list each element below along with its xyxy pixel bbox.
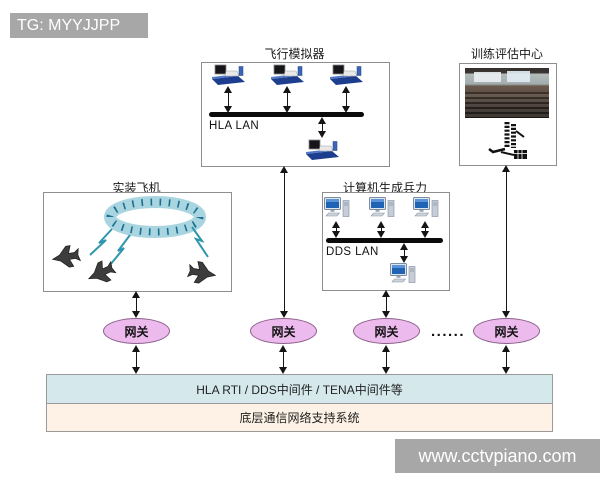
flight-sim-title: 飞行模拟器: [264, 47, 325, 61]
gateway-node: 网关: [250, 318, 317, 344]
dds-lan-bus: [326, 238, 443, 243]
hla-lan-label: HLA LAN: [209, 120, 260, 132]
watermark: www.cctvpiano.com: [395, 439, 600, 473]
network-layer-label: 底层通信网络支持系统: [239, 411, 360, 425]
double-arrow: [224, 86, 233, 113]
projection-screen: [507, 71, 530, 82]
lightning-link-icon: [89, 228, 113, 256]
desktop-pc-icon: [369, 197, 395, 221]
projection-screen: [474, 72, 501, 82]
tag-banner-text: TG: MYYJJPP: [17, 16, 121, 34]
gateway-node: 网关: [353, 318, 420, 344]
lightning-link-icon: [109, 234, 131, 266]
fighter-jet-icon: [87, 260, 117, 283]
sim-station-icon: [328, 64, 364, 86]
briefing-room-photo: [465, 68, 549, 118]
watermark-text: www.cctvpiano.com: [418, 445, 577, 466]
cgf-title: 计算机生成兵力: [342, 181, 427, 195]
datalink-ring-scene: [51, 196, 217, 284]
desktop-pc-icon: [324, 197, 350, 221]
gateway-node: 网关: [473, 318, 540, 344]
gateway-label: 网关: [374, 324, 399, 339]
gateway-node: 网关: [103, 318, 170, 344]
double-arrow: [132, 345, 141, 374]
double-arrow: [318, 117, 327, 138]
lightning-link-icon: [191, 226, 209, 258]
double-arrow: [502, 165, 511, 318]
gateway-ellipsis: ......: [430, 323, 465, 340]
double-arrow: [332, 221, 341, 238]
ring-ticks: [106, 198, 204, 236]
middleware-layer-label: HLA RTI / DDS中间件 / TENA中间件等: [196, 382, 403, 397]
network-layer-bar: 底层通信网络支持系统: [46, 404, 553, 432]
evaluation-equipment-icon: [488, 122, 527, 159]
double-arrow: [382, 345, 391, 374]
double-arrow: [400, 243, 409, 263]
gateway-label: 网关: [271, 324, 296, 339]
audience-rows: [465, 92, 549, 118]
double-arrow: [382, 290, 391, 318]
double-arrow: [377, 221, 386, 238]
hla-lan-bus: [209, 112, 364, 117]
middleware-layer-bar: HLA RTI / DDS中间件 / TENA中间件等: [46, 374, 553, 404]
dds-lan-label: DDS LAN: [326, 246, 379, 258]
sim-station-icon: [210, 64, 246, 86]
sim-station-icon: [269, 64, 305, 86]
gateway-label: 网关: [494, 324, 519, 339]
double-arrow: [502, 345, 511, 374]
double-arrow: [280, 166, 289, 318]
fighter-jet-icon: [186, 261, 217, 284]
gateway-label: 网关: [124, 324, 149, 339]
sim-station-icon: [304, 139, 340, 161]
double-arrow: [342, 86, 351, 113]
tag-banner: TG: MYYJJPP: [10, 13, 148, 38]
double-arrow: [132, 291, 141, 318]
desktop-pc-icon: [413, 197, 439, 221]
double-arrow: [283, 86, 292, 113]
fighter-jet-icon: [51, 245, 82, 268]
double-arrow: [279, 345, 288, 374]
desktop-pc-icon: [390, 263, 416, 287]
double-arrow: [421, 221, 430, 238]
live-aircraft-title: 实装飞机: [112, 181, 161, 195]
training-center-title: 训练评估中心: [470, 47, 543, 61]
